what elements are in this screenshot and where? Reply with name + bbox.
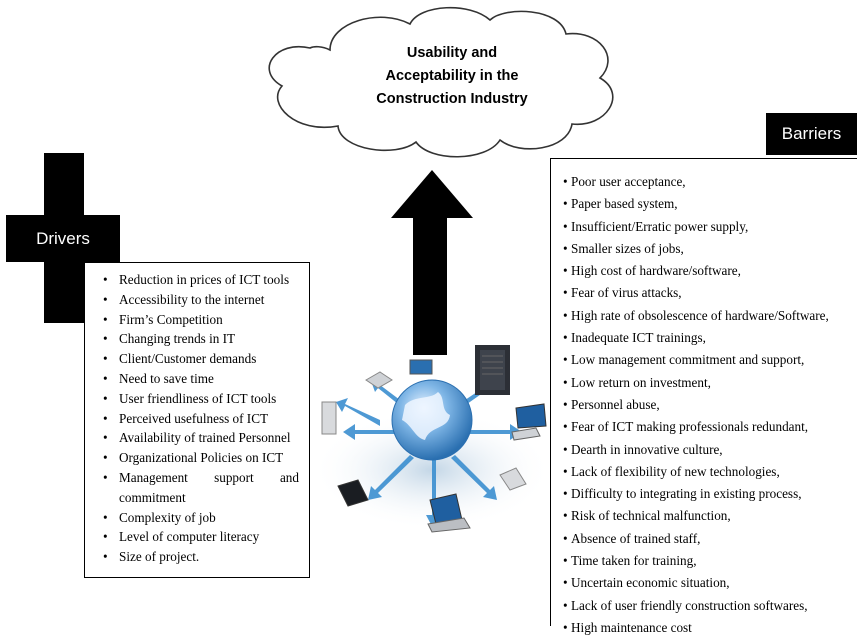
driver-item: Firm’s Competition bbox=[103, 310, 299, 330]
drivers-list: Reduction in prices of ICT tools Accessi… bbox=[85, 263, 309, 567]
drivers-cross-horizontal bbox=[6, 215, 120, 262]
barrier-item: Risk of technical malfunction, bbox=[563, 505, 857, 528]
barriers-list-box: Poor user acceptance, Paper based system… bbox=[550, 158, 857, 639]
cloud-title: Usability and Acceptability in the Const… bbox=[352, 42, 552, 111]
barrier-item: Difficulty to integrating in existing pr… bbox=[563, 483, 857, 506]
barrier-item: High maintenance cost bbox=[563, 617, 857, 639]
driver-item: Management support and bbox=[103, 468, 299, 488]
driver-item: Availability of trained Personnel bbox=[103, 428, 299, 448]
driver-item: Reduction in prices of ICT tools bbox=[103, 270, 299, 290]
driver-item-continuation: commitment bbox=[103, 488, 299, 508]
barrier-item: Dearth in innovative culture, bbox=[563, 439, 857, 462]
cloud-title-line: Construction Industry bbox=[376, 91, 528, 107]
barrier-item: Inadequate ICT trainings, bbox=[563, 327, 857, 350]
driver-item: Perceived usefulness of ICT bbox=[103, 409, 299, 429]
barrier-item: High cost of hardware/software, bbox=[563, 260, 857, 283]
cloud-title-line: Acceptability in the bbox=[385, 68, 519, 84]
barriers-label: Barriers bbox=[766, 113, 857, 155]
barrier-item: Insufficient/Erratic power supply, bbox=[563, 216, 857, 239]
barrier-item: Low return on investment, bbox=[563, 372, 857, 395]
barrier-item: Poor user acceptance, bbox=[563, 171, 857, 194]
barrier-item: Uncertain economic situation, bbox=[563, 572, 857, 595]
driver-item-text: commitment bbox=[119, 489, 186, 505]
driver-item: Need to save time bbox=[103, 369, 299, 389]
driver-item: Accessibility to the internet bbox=[103, 290, 299, 310]
drivers-list-box: Reduction in prices of ICT tools Accessi… bbox=[84, 262, 310, 578]
driver-item: Client/Customer demands bbox=[103, 349, 299, 369]
network-globe-icon bbox=[312, 345, 552, 533]
barrier-item: Fear of ICT making professionals redunda… bbox=[563, 416, 857, 439]
barrier-item: Smaller sizes of jobs, bbox=[563, 238, 857, 261]
barrier-item: Time taken for training, bbox=[563, 550, 857, 573]
driver-item: User friendliness of ICT tools bbox=[103, 389, 299, 409]
cloud-title-line: Usability and bbox=[406, 45, 498, 61]
barrier-item: Personnel abuse, bbox=[563, 394, 857, 417]
barrier-item: Absence of trained staff, bbox=[563, 528, 857, 551]
barrier-item: Lack of user friendly construction softw… bbox=[563, 595, 857, 618]
barrier-item: Low management commitment and support, bbox=[563, 349, 857, 372]
barrier-item: High rate of obsolescence of hardware/So… bbox=[563, 305, 857, 328]
driver-item: Complexity of job bbox=[103, 508, 299, 528]
barrier-item: Paper based system, bbox=[563, 193, 857, 216]
driver-item: Level of computer literacy bbox=[103, 527, 299, 547]
cloud-icon bbox=[268, 6, 614, 158]
drivers-label: Drivers bbox=[36, 228, 90, 248]
barriers-list: Poor user acceptance, Paper based system… bbox=[551, 159, 857, 639]
up-arrow-icon bbox=[391, 170, 473, 355]
barrier-item: Fear of virus attacks, bbox=[563, 282, 857, 305]
driver-item: Organizational Policies on ICT bbox=[103, 448, 299, 468]
barrier-item: Lack of flexibility of new technologies, bbox=[563, 461, 857, 484]
driver-item: Size of project. bbox=[103, 547, 299, 567]
driver-item: Changing trends in IT bbox=[103, 329, 299, 349]
